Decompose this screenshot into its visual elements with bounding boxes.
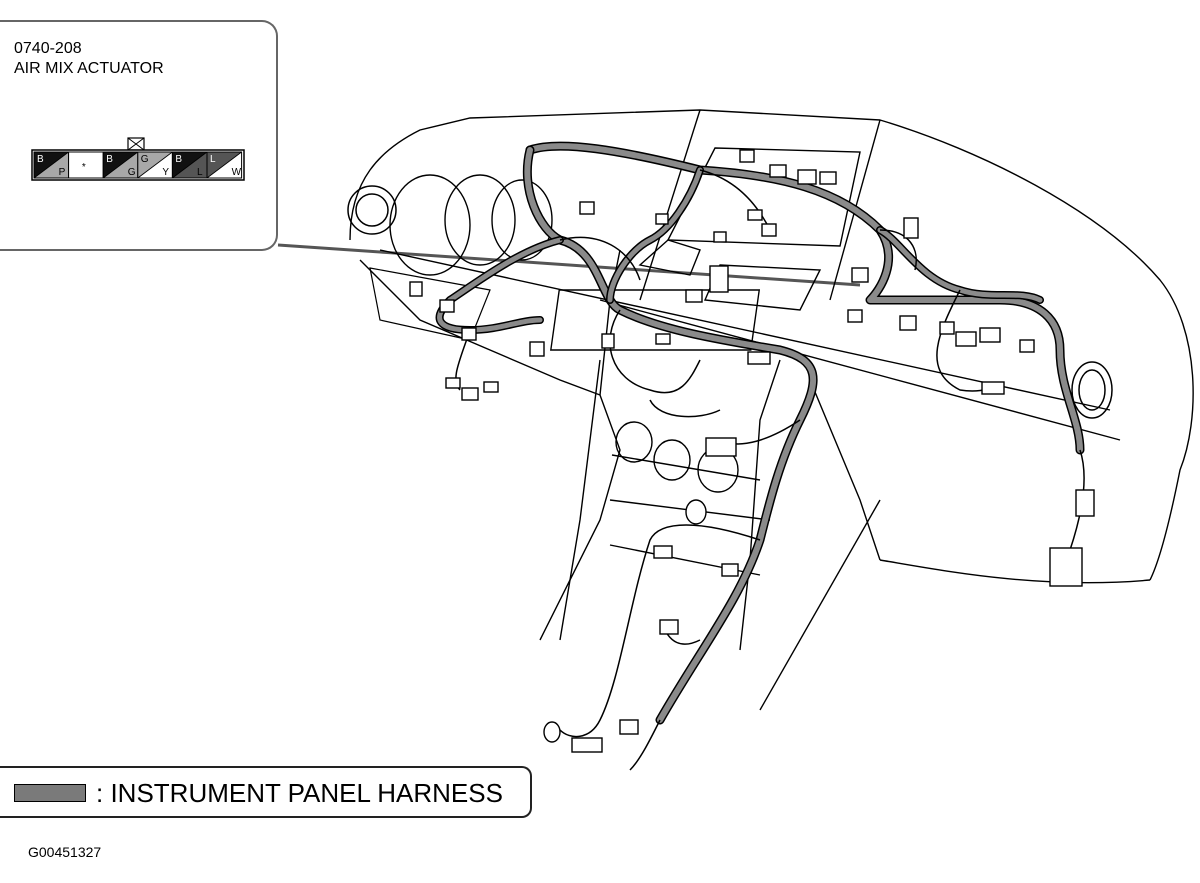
pin-1-bottom-label: P	[59, 167, 66, 178]
pin-3-bottom-label: G	[128, 167, 136, 178]
connector-code: 0740-208	[14, 40, 82, 57]
figure-id: G00451327	[28, 844, 102, 860]
pin-4-top-label: G	[141, 154, 149, 165]
pin-6-top-label: L	[210, 154, 216, 165]
pin-5-top-label: B	[175, 154, 182, 165]
dashboard-outline	[349, 109, 1194, 711]
pin-2-center-label: *	[82, 162, 86, 173]
left-vent	[347, 185, 397, 235]
harness-legend-swatch	[14, 784, 86, 802]
legend-label: : INSTRUMENT PANEL HARNESS	[96, 778, 503, 808]
bulb-socket	[543, 499, 707, 743]
legend: : INSTRUMENT PANEL HARNESS	[0, 766, 532, 818]
pin-6-cell	[206, 151, 243, 179]
pin-5-bottom-label: L	[197, 167, 203, 178]
callout-leader-line	[277, 243, 861, 287]
harness-branch-wires	[455, 169, 1085, 771]
pin-4-bottom-label: Y	[162, 167, 169, 178]
pin-1-top-label: B	[37, 154, 44, 165]
gauge-cluster	[389, 174, 553, 276]
pin-3-top-label: B	[106, 154, 113, 165]
instrument-panel-harness	[435, 141, 1085, 725]
climate-control-knobs	[615, 421, 739, 493]
harness-connectors	[409, 149, 1095, 753]
connector-title: AIR MIX ACTUATOR	[14, 60, 164, 77]
right-vent	[1071, 361, 1113, 419]
pin-6-bottom-label: W	[232, 167, 242, 178]
